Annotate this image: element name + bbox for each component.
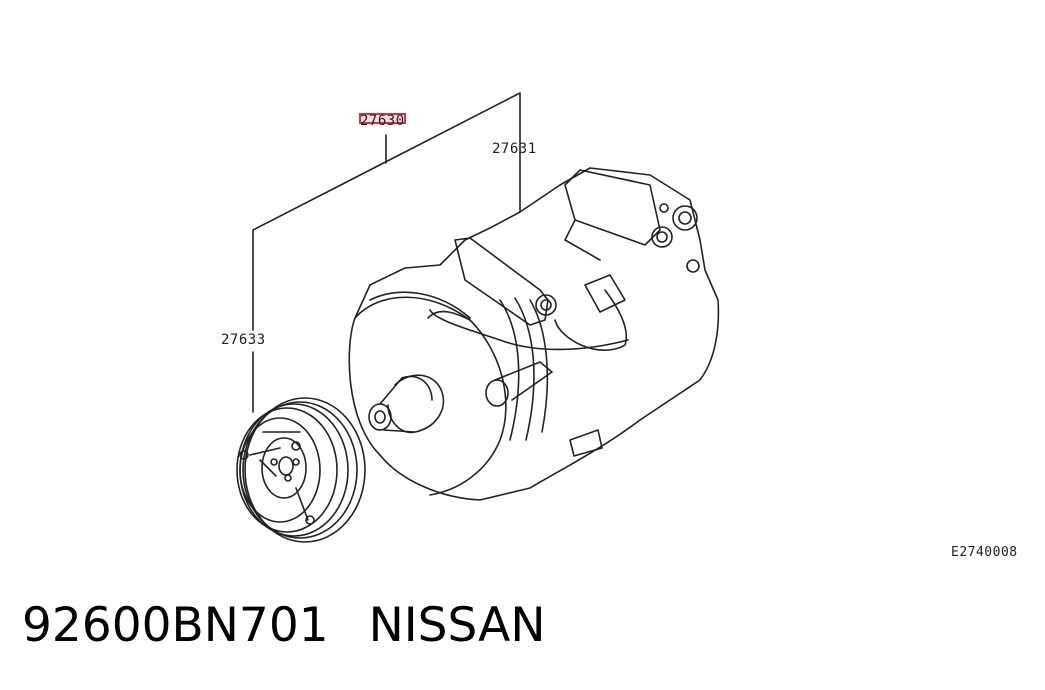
callout-compressor-label[interactable]: 27631 <box>492 141 537 157</box>
illustration-code: E2740008 <box>951 545 1018 560</box>
callout-highlight <box>359 113 406 124</box>
callout-clutch-label[interactable]: 27633 <box>221 332 266 348</box>
brand-name: NISSAN <box>368 598 546 653</box>
part-caption: 92600BN701 NISSAN <box>22 598 546 653</box>
leader-lines <box>252 92 521 413</box>
callout-assembly-label[interactable]: 27630 <box>360 113 405 129</box>
compressor-body <box>348 167 720 501</box>
part-number: 92600BN701 <box>22 598 329 653</box>
clutch-pulley <box>236 397 366 543</box>
